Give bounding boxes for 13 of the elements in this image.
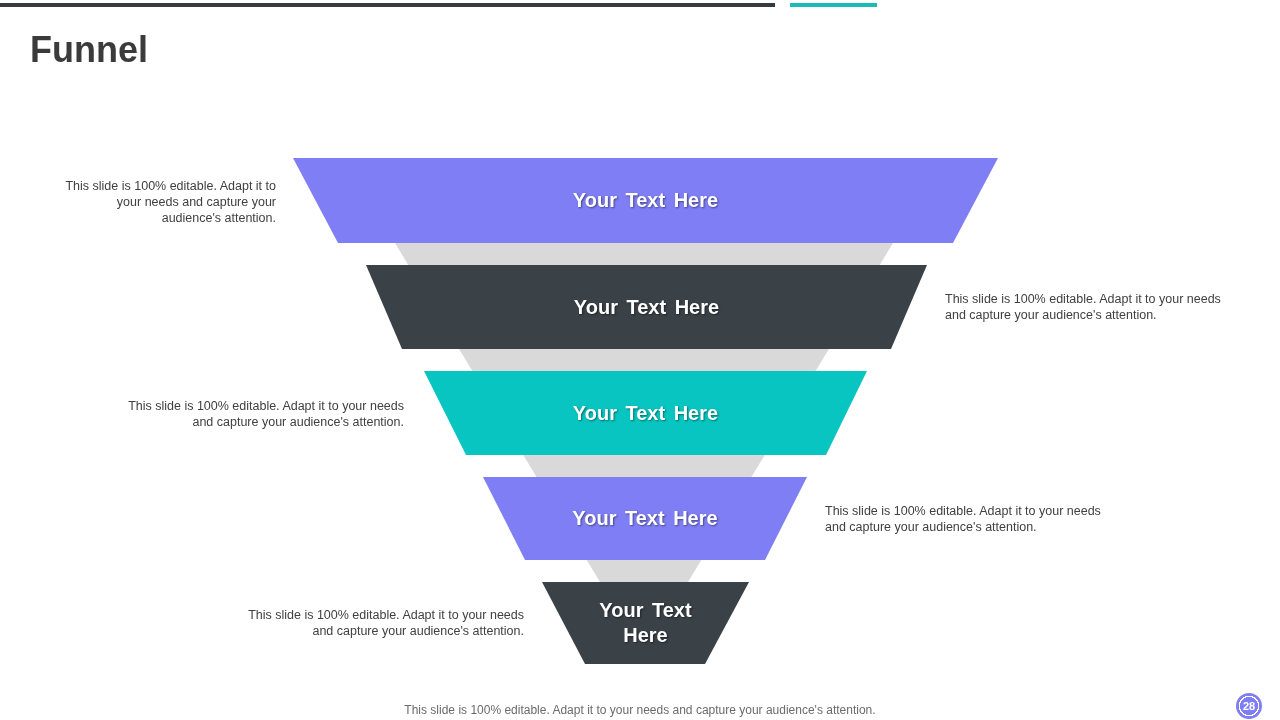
stage-description: This slide is 100% editable. Adapt it to your needs and capture your audience's attention.: [247, 607, 524, 639]
page-number: 28: [1236, 693, 1262, 719]
stage-description: This slide is 100% editable. Adapt it to your needs and capture your audience's attention.: [825, 503, 1102, 535]
stage-label: Your Text Here: [572, 400, 719, 426]
stage-label: Your Text Here: [572, 188, 719, 213]
stage-description: This slide is 100% editable. Adapt it to your needs and capture your audience's attention.: [127, 398, 404, 430]
stage-label: Your Text Here: [572, 506, 718, 531]
stage-description: This slide is 100% editable. Adapt it to your needs and capture your audience's attention.: [945, 291, 1222, 323]
slide-title: Funnel: [30, 28, 148, 72]
stage-label: Your Text Here: [598, 598, 693, 648]
footer-note: This slide is 100% editable. Adapt it to your needs and capture your audience's attention.: [404, 702, 876, 718]
stage-description: This slide is 100% editable. Adapt it to your needs and capture your audience's attention.: [64, 178, 276, 226]
stage-label: Your Text Here: [573, 294, 720, 320]
